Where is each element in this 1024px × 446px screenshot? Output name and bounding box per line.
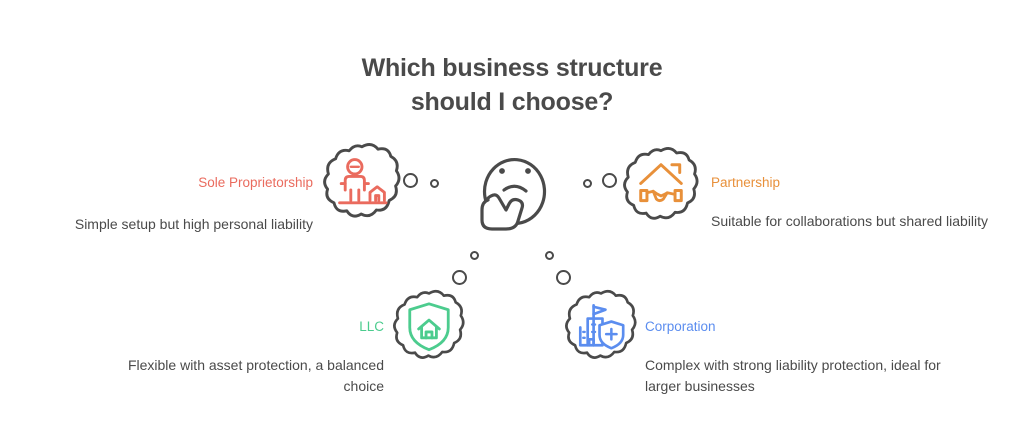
page-title: Which business structure should I choose…: [0, 52, 1024, 119]
label-sole-proprietorship: Sole Proprietorship: [198, 175, 313, 190]
label-llc: LLC: [359, 319, 384, 334]
thought-dot-corp-small: [545, 251, 554, 260]
thinking-face-icon: [466, 134, 564, 241]
page-title-line-1: Which business structure: [361, 54, 663, 82]
bubble-partnership[interactable]: [622, 146, 700, 224]
label-corporation: Corporation: [645, 319, 716, 334]
thought-dot-left-large: [403, 173, 418, 188]
thought-dot-left-small: [430, 179, 439, 188]
description-partnership: Suitable for collaborations but shared l…: [711, 213, 989, 229]
label-partnership: Partnership: [711, 175, 781, 190]
person-with-house-icon: [338, 158, 388, 205]
thought-dot-llc-large: [452, 270, 467, 285]
description-sole-proprietorship: Simple setup but high personal liability: [74, 216, 313, 232]
thought-dot-corp-large: [556, 270, 571, 285]
description-llc: Flexible with asset protection, a balanc…: [127, 357, 384, 394]
thought-dot-llc-small: [470, 251, 479, 260]
shield-with-house-icon: [408, 302, 450, 352]
bubble-llc[interactable]: [392, 289, 466, 363]
bubble-sole-proprietorship[interactable]: [322, 142, 402, 222]
thought-dot-right-large: [602, 173, 617, 188]
thought-dot-right-small: [583, 179, 592, 188]
page-title-line-2: should I choose?: [410, 87, 614, 116]
handshake-under-roof-icon: [639, 163, 683, 203]
description-corporation: Complex with strong liability protection…: [645, 357, 941, 394]
building-with-shield-icon: [578, 303, 625, 350]
bubble-corporation[interactable]: [564, 289, 638, 363]
